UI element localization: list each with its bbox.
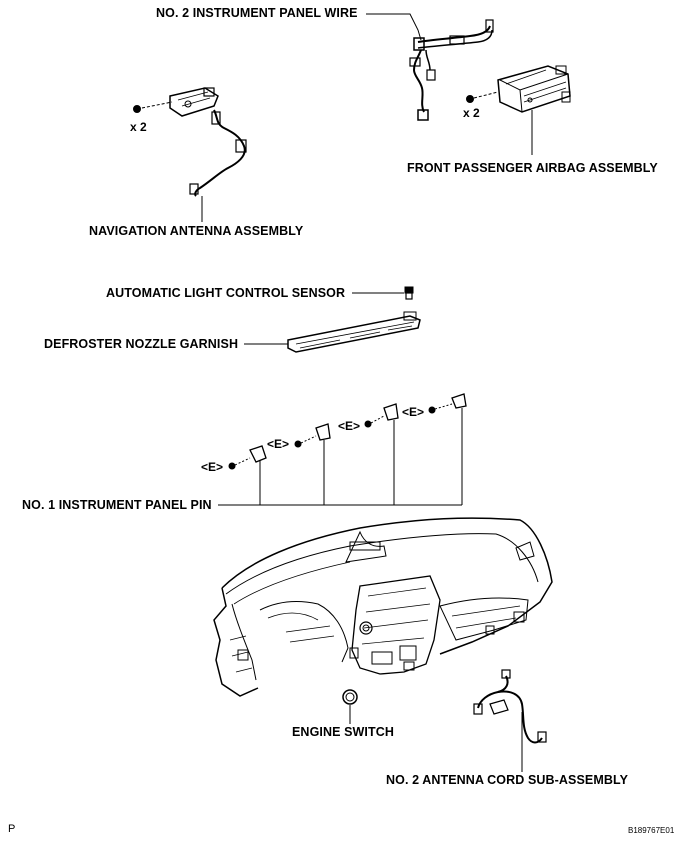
label-no2-instrument-panel-wire: NO. 2 INSTRUMENT PANEL WIRE [156,6,358,20]
clip-mark-e-2: <E> [267,437,290,451]
defroster-nozzle-garnish-part [287,311,421,353]
navigation-antenna-part [133,87,247,222]
label-airbag-screw-qty: x 2 [463,106,480,120]
label-no2-antenna-cord: NO. 2 ANTENNA CORD SUB-ASSEMBLY [386,773,629,787]
front-passenger-airbag-part [466,65,571,155]
label-engine-switch: ENGINE SWITCH [292,725,394,739]
engine-switch-part [342,689,358,724]
clip-mark-e-3: <E> [338,419,361,433]
label-navigation-antenna: NAVIGATION ANTENNA ASSEMBLY [89,224,304,238]
page-letter: P [8,823,16,835]
label-no1-instrument-panel-pin: NO. 1 INSTRUMENT PANEL PIN [22,498,212,512]
no1-instrument-panel-pins [218,393,467,506]
label-automatic-light-control-sensor: AUTOMATIC LIGHT CONTROL SENSOR [106,286,346,300]
clip-mark-e-1: <E> [201,460,224,474]
label-nav-screw-qty: x 2 [130,120,147,134]
clip-mark-e-4: <E> [402,405,425,419]
label-defroster-nozzle-garnish: DEFROSTER NOZZLE GARNISH [44,337,239,351]
automatic-light-control-sensor-part [404,286,414,300]
no2-antenna-cord-part [473,669,547,772]
instrument-panel-dashboard [213,517,553,697]
label-front-passenger-airbag: FRONT PASSENGER AIRBAG ASSEMBLY [407,161,658,175]
figure-code: B189767E01 [628,826,675,835]
no2-instrument-panel-wire-part [366,13,494,121]
